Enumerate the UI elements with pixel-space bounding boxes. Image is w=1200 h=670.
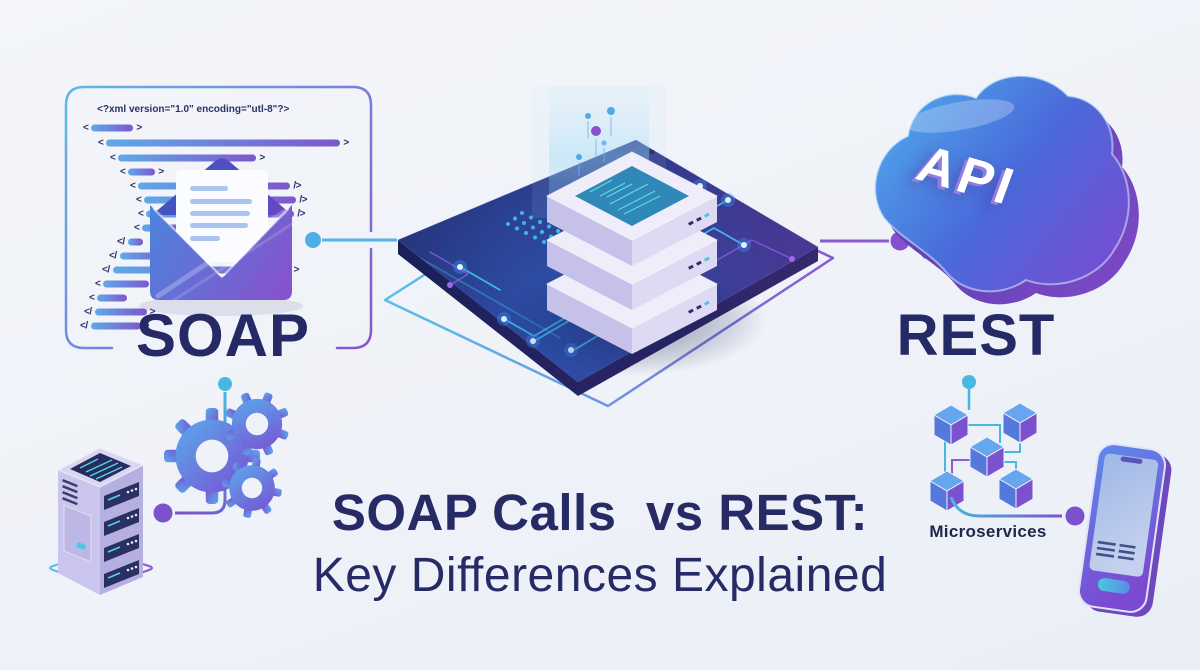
code-line: <> — [98, 137, 349, 149]
code-line: </> — [80, 320, 150, 332]
microservice-cubes — [929, 402, 1038, 512]
connector-microservices-to-phone — [949, 496, 1085, 526]
code-line: < — [89, 293, 130, 304]
code-line: </> — [84, 306, 156, 318]
letter-paper — [176, 170, 268, 262]
code-line: </ — [109, 251, 175, 262]
connector-soap-to-board — [305, 232, 397, 248]
server-stack-icon — [545, 151, 719, 354]
server-rack-icon — [49, 447, 153, 595]
code-line: <> — [110, 152, 265, 164]
code-line: <> — [83, 122, 142, 134]
api-cloud-icon — [874, 75, 1139, 305]
smartphone-icon — [1077, 443, 1172, 617]
envelope-icon — [139, 158, 303, 316]
server-slots — [104, 482, 139, 588]
gears-icon — [164, 392, 289, 518]
code-line: </ — [117, 237, 146, 248]
connector-board-to-cloud — [820, 231, 910, 251]
microservices-diagram — [929, 375, 1038, 512]
soap-panel-border — [64, 85, 373, 350]
connector-server-to-gears — [153, 377, 232, 523]
code-line: <> — [120, 166, 164, 178]
circuit-board-illustration — [383, 86, 835, 408]
